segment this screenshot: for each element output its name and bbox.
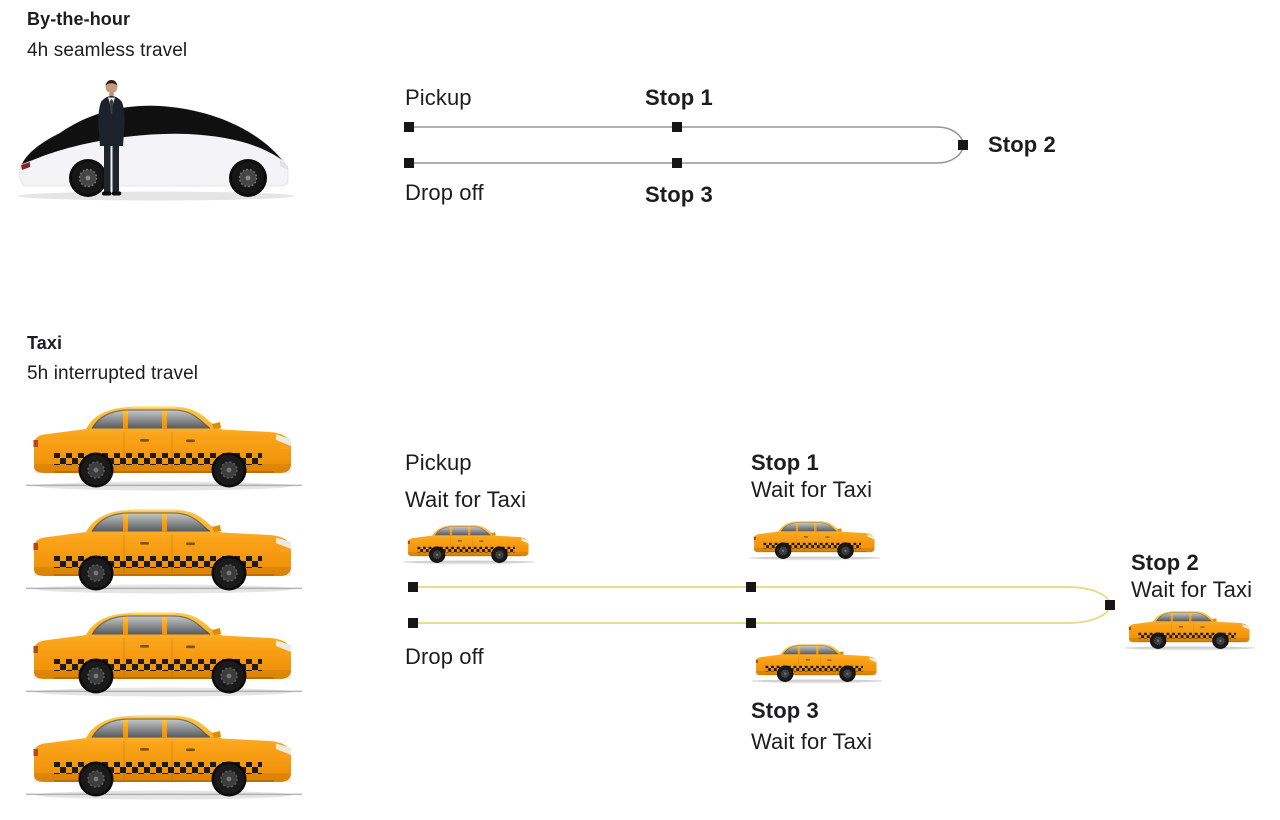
taxi-pickup-label: Pickup bbox=[405, 450, 472, 475]
bth-stop3-label: Stop 3 bbox=[645, 182, 713, 207]
by-the-hour-route-line bbox=[404, 122, 968, 168]
by-the-hour-subtitle: 4h seamless travel bbox=[27, 40, 188, 61]
taxi-route-line bbox=[408, 582, 1115, 628]
waiting-taxi-icon bbox=[1124, 607, 1256, 652]
taxi-subtitle: 5h interrupted travel bbox=[27, 363, 199, 384]
bth-stop1-label: Stop 1 bbox=[645, 85, 713, 110]
chauffeur-car-image bbox=[8, 74, 298, 206]
taxi-stop1-wait-label: Wait for Taxi bbox=[751, 477, 873, 502]
route-stop-markers bbox=[404, 122, 968, 168]
waiting-taxi-icon bbox=[749, 517, 881, 562]
taxi-stop1-label: Stop 1 bbox=[751, 450, 819, 475]
taxi-dropoff-label: Drop off bbox=[405, 644, 484, 669]
taxi-image bbox=[24, 398, 304, 494]
taxi-stop3-label: Stop 3 bbox=[751, 698, 819, 723]
taxi-stop2-label: Stop 2 bbox=[1131, 550, 1199, 575]
taxi-title: Taxi bbox=[27, 333, 63, 353]
taxi-stop3-wait-label: Wait for Taxi bbox=[751, 729, 873, 754]
bth-dropoff-label: Drop off bbox=[405, 180, 484, 205]
by-the-hour-title: By-the-hour bbox=[27, 9, 131, 29]
route-stop-markers bbox=[408, 582, 1115, 628]
taxi-pickup-wait-label: Wait for Taxi bbox=[405, 487, 527, 512]
taxi-image bbox=[24, 501, 304, 597]
taxi-image bbox=[24, 707, 304, 803]
taxi-image bbox=[24, 604, 304, 700]
waiting-taxi-icon bbox=[403, 521, 535, 566]
waiting-taxi-icon bbox=[751, 640, 883, 685]
bth-stop2-label: Stop 2 bbox=[988, 132, 1056, 157]
taxi-stop2-wait-label: Wait for Taxi bbox=[1131, 577, 1253, 602]
bth-pickup-label: Pickup bbox=[405, 85, 472, 110]
